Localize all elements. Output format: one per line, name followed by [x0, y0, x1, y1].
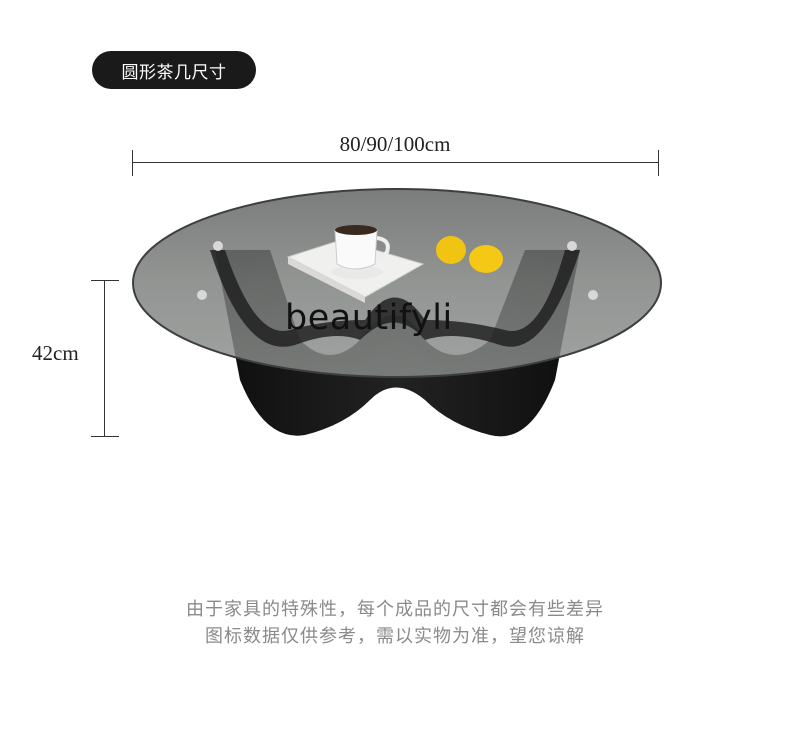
watermark-text: beautifyli — [285, 298, 453, 338]
size-disclaimer-line-1: 由于家具的特殊性，每个成品的尺寸都会有些差异 — [186, 599, 604, 620]
width-dimension-line — [133, 162, 659, 163]
height-dimension-label: 42cm — [32, 341, 79, 365]
height-dimension-line — [104, 281, 105, 437]
coffee-cup — [331, 225, 390, 279]
title-badge-label: 圆形茶几尺寸 — [121, 62, 227, 83]
width-dimension-tick-left — [132, 150, 133, 176]
title-badge: 圆形茶几尺寸 — [92, 51, 256, 89]
width-dimension-label: 80/90/100cm — [339, 132, 451, 156]
size-disclaimer-line-2: 图标数据仅供参考，需以实物为准，望您谅解 — [205, 626, 585, 647]
screw-icon — [197, 241, 598, 300]
lemon — [469, 245, 503, 273]
glass-tabletop — [133, 189, 661, 377]
coffee-table-image — [132, 188, 662, 437]
height-dimension-tick-top — [91, 280, 119, 281]
height-dimension-tick-bottom — [91, 436, 119, 437]
lemon — [436, 236, 466, 264]
width-dimension-tick-right — [658, 150, 659, 176]
